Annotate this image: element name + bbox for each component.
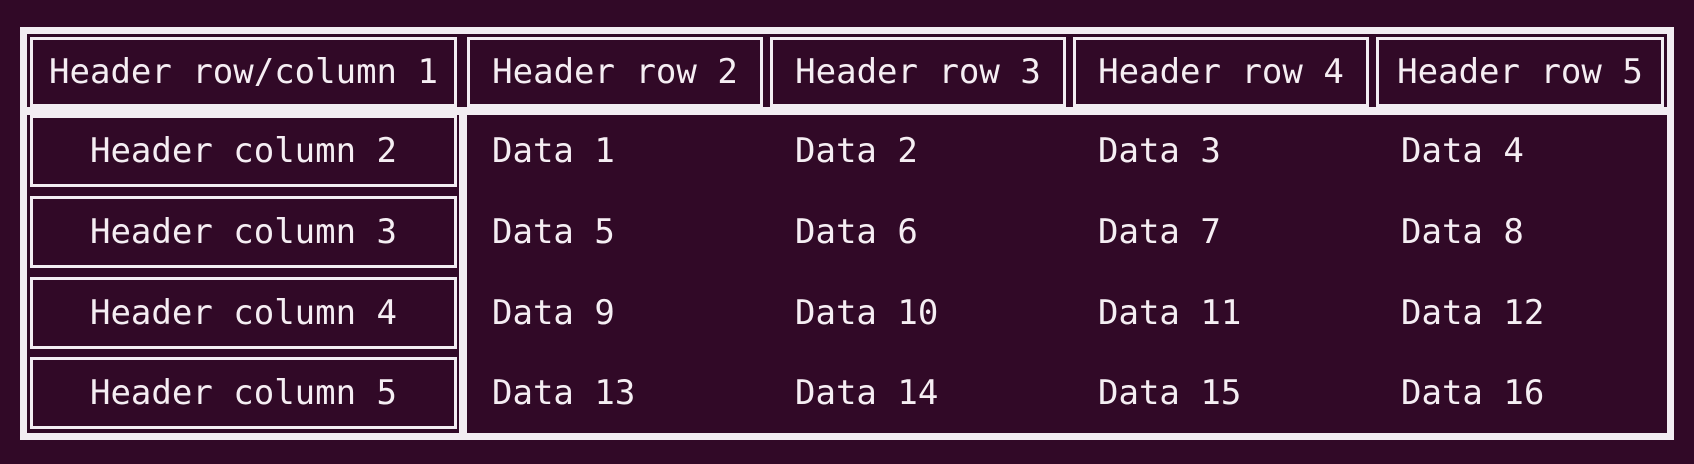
data-cell: Data 10 [795, 293, 939, 333]
data-cell: Data 16 [1401, 373, 1545, 413]
corner-header-cell: Header row/column 1 [30, 37, 457, 107]
row-header-cell: Header column 2 [30, 115, 457, 187]
data-cell: Data 3 [1098, 131, 1221, 171]
column-header-cell: Header row 4 [1073, 37, 1369, 107]
header-column-separator [459, 107, 467, 433]
data-cell: Data 4 [1401, 131, 1524, 171]
column-header-cell: Header row 2 [467, 37, 763, 107]
data-cell: Data 6 [795, 212, 918, 252]
data-cell: Data 12 [1401, 293, 1545, 333]
row-header-cell: Header column 5 [30, 357, 457, 429]
data-cell: Data 2 [795, 131, 918, 171]
data-table: Header row/column 1 Header row 2 Header … [20, 27, 1674, 440]
data-cell: Data 14 [795, 373, 939, 413]
data-cell: Data 5 [492, 212, 615, 252]
row-header-cell: Header column 3 [30, 196, 457, 268]
header-row-separator [27, 107, 1667, 115]
data-cell: Data 13 [492, 373, 636, 413]
data-cell: Data 1 [492, 131, 615, 171]
row-header-cell: Header column 4 [30, 277, 457, 349]
column-header-cell: Header row 3 [770, 37, 1066, 107]
data-cell: Data 15 [1098, 373, 1242, 413]
data-cell: Data 9 [492, 293, 615, 333]
data-cell: Data 8 [1401, 212, 1524, 252]
data-cell: Data 7 [1098, 212, 1221, 252]
column-header-cell: Header row 5 [1376, 37, 1664, 107]
data-cell: Data 11 [1098, 293, 1242, 333]
